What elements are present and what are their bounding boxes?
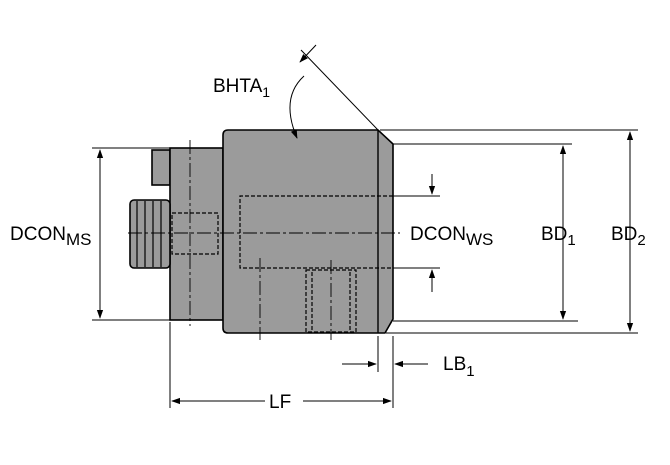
hidden-bore-right xyxy=(239,195,393,269)
label-lb1: LB1 xyxy=(443,354,475,380)
label-dcon-ws: DCONWS xyxy=(410,224,493,249)
coupling-stub xyxy=(129,199,171,269)
bd2-dimension xyxy=(380,129,638,334)
label-bd2: BD2 xyxy=(611,224,646,249)
dcon-ws-dimension xyxy=(393,174,440,292)
main-body xyxy=(222,129,394,334)
shank-section xyxy=(169,147,224,321)
label-bd1: BD1 xyxy=(541,224,576,249)
bhta-dimension xyxy=(289,44,379,139)
hidden-bore-left xyxy=(171,212,219,255)
lf-dimension xyxy=(169,322,392,408)
part-body xyxy=(128,129,400,340)
label-bhta: BHTA1 xyxy=(213,76,270,100)
label-lf: LF xyxy=(269,392,291,413)
bd1-dimension xyxy=(393,143,578,322)
label-dcon-ms: DCONMS xyxy=(10,224,91,249)
coupling-ribs xyxy=(136,201,162,267)
dcon-ms-dimension xyxy=(92,147,170,321)
lb1-dimension xyxy=(342,336,428,408)
clamp-tab xyxy=(151,149,171,186)
